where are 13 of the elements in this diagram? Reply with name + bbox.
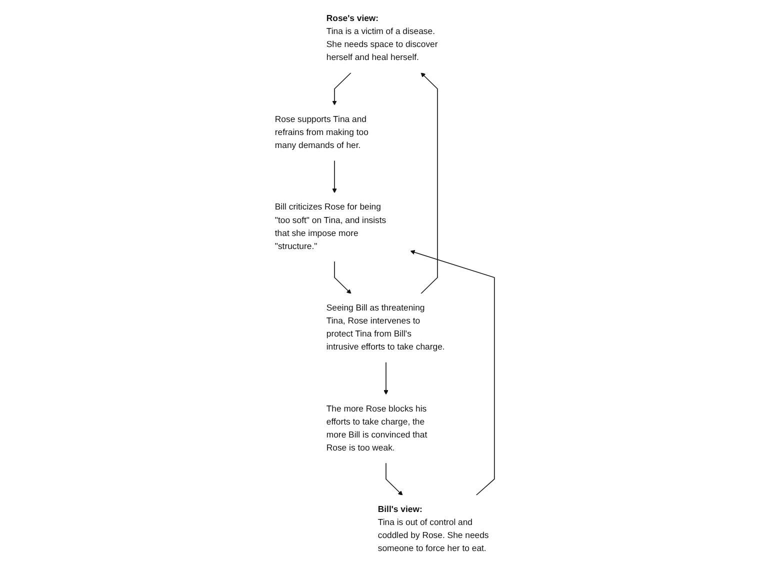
arrow <box>410 250 495 496</box>
arrow <box>332 72 352 106</box>
node-text: Rose's view: Tina is a victim of a disease. She needs space to discover herself and heal herself. <box>326 14 438 62</box>
arrow <box>386 462 403 496</box>
node-text: The more Rose blocks his efforts to take charge, the more Bill is convinced that Rose is too weak. <box>326 404 428 453</box>
arrow <box>332 160 337 194</box>
arrow <box>334 260 352 294</box>
node-text: Bill's view: Tina is out of control and coddled by Rose. She needs someone to force her to eat. <box>378 505 489 554</box>
arrow <box>420 72 438 294</box>
arrow <box>384 362 388 395</box>
node-text: Rose supports Tina and refrains from making too many demands of her. <box>274 114 368 150</box>
node-text: Seeing Bill as threatening Tina, Rose intervenes to protect Tina from Bill's intrusive efforts to take charge. <box>326 304 445 352</box>
node-text: Bill criticizes Rose for being "too soft" on Tina, and insists that she impose more "structure." <box>274 202 386 251</box>
